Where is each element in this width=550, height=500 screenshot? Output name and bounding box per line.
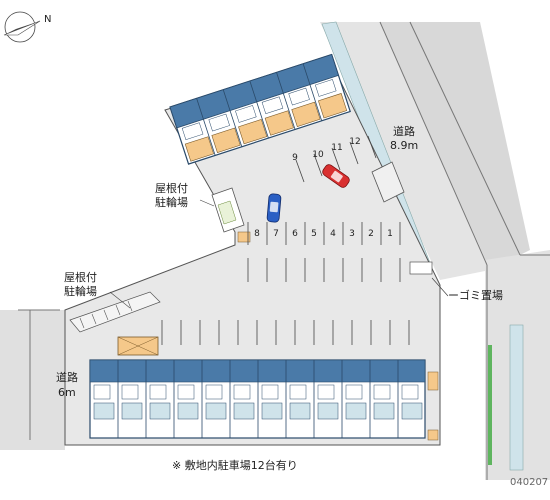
- stall-12: 12: [349, 137, 360, 147]
- south-building: [89, 359, 439, 441]
- stall-2: 2: [368, 229, 374, 239]
- road-edges: [18, 21, 550, 480]
- stall-7: 7: [273, 229, 279, 239]
- waterway: [321, 21, 524, 471]
- map-labels: 道路 8.9m 道路 6m 屋根付 駐輪場 屋根付 駐輪場 ーゴミ置場: [56, 124, 503, 399]
- bicycle-shelter-north: [211, 187, 251, 243]
- north-arrow-icon: [3, 11, 41, 43]
- parking-row-lines: [247, 222, 401, 245]
- stall-1: 1: [387, 229, 393, 239]
- grass-strip: [488, 345, 492, 465]
- garbage-area-label: ーゴミ置場: [448, 288, 503, 302]
- entrance-pad: [371, 161, 405, 203]
- blue-car-icon: [266, 193, 282, 223]
- bicycle-shelter-north-line1: 屋根付: [155, 181, 188, 195]
- west-road-name: 道路: [56, 370, 78, 384]
- stall-6: 6: [292, 229, 298, 239]
- garbage-area: [409, 261, 449, 297]
- west-road-width: 6m: [58, 386, 76, 399]
- stall-11: 11: [331, 143, 342, 153]
- red-car-icon: [322, 164, 350, 188]
- stall-8: 8: [254, 229, 260, 239]
- bicycle-shelter-north-line2: 駐輪場: [155, 195, 188, 209]
- stall-10: 10: [312, 150, 324, 160]
- bicycle-shelter-west-line2: 駐輪場: [64, 284, 97, 298]
- east-road-name: 道路: [393, 124, 415, 138]
- stall-3: 3: [349, 229, 355, 239]
- parking-lower-lines: [161, 258, 410, 345]
- compass-label: N: [44, 14, 51, 25]
- stall-5: 5: [311, 229, 317, 239]
- parking-diagonal-lines: [295, 135, 377, 183]
- east-road-width: 8.9m: [390, 139, 418, 152]
- bicycle-shelter-west-line1: 屋根付: [64, 270, 97, 284]
- bicycle-shelter-west: [69, 291, 161, 356]
- stall-9: 9: [292, 153, 298, 163]
- stall-4: 4: [330, 229, 336, 239]
- parking-count-note: ※ 敷地内駐車場12台有り: [172, 458, 298, 472]
- leader-lines: [109, 199, 215, 309]
- property-code: 040207: [510, 477, 548, 488]
- north-building: [169, 53, 351, 165]
- parking-numbers: 8 7 6 5 4 3 2 1 9 10 11 12: [254, 137, 393, 239]
- site-area: [64, 59, 441, 446]
- garbage-area-text: ゴミ置場: [459, 288, 503, 302]
- surrounding-ground: [0, 22, 550, 480]
